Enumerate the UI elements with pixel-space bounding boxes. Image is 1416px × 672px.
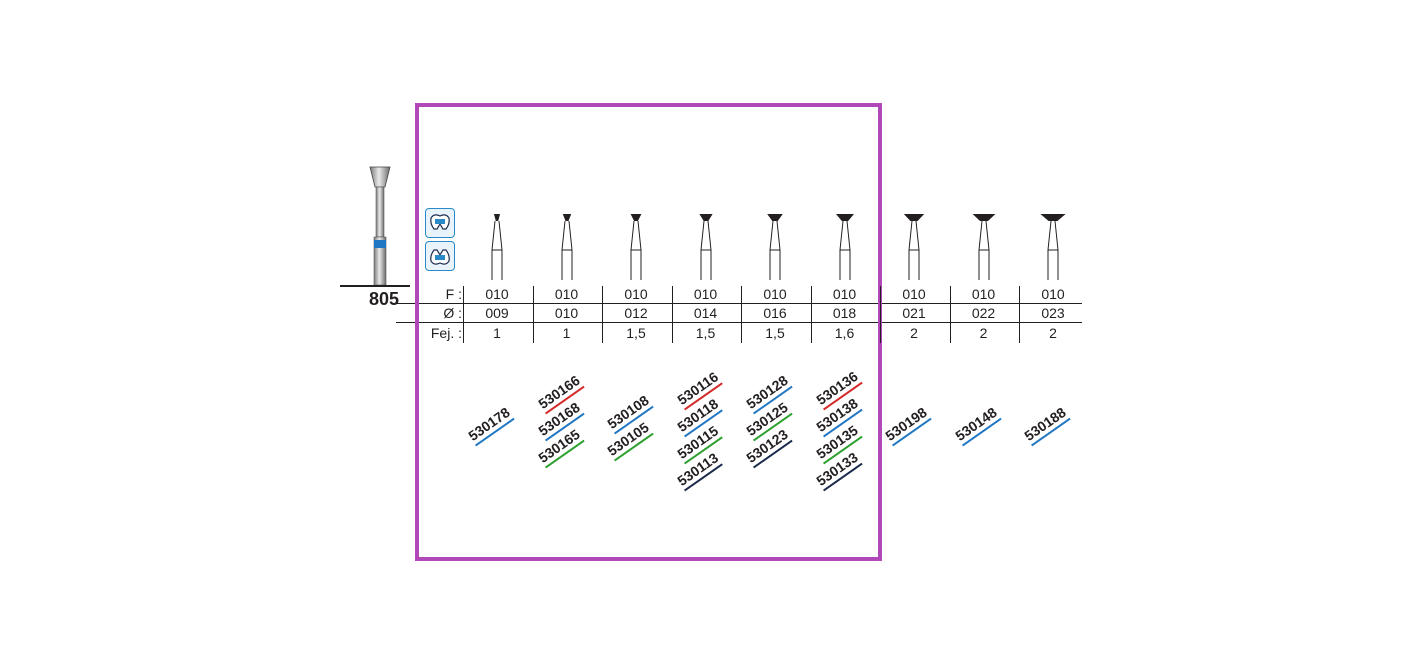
tooth-lower-icon xyxy=(425,241,455,271)
column-divider xyxy=(810,286,812,343)
cell-head-length: 2 xyxy=(1049,325,1057,341)
product-number: 805 xyxy=(368,289,400,309)
bur-size-icon xyxy=(972,214,995,280)
column-divider xyxy=(532,286,534,343)
cell-diameter: 009 xyxy=(485,305,509,321)
row-separator xyxy=(396,303,1082,304)
bur-product-image xyxy=(369,166,391,286)
bur-size-icon xyxy=(491,214,503,280)
cell-diameter: 022 xyxy=(971,305,996,321)
cell-diameter: 014 xyxy=(693,305,718,321)
cell-diameter: 018 xyxy=(832,305,857,321)
cell-fig: 010 xyxy=(763,286,787,302)
cell-diameter: 021 xyxy=(902,305,926,321)
cell-diameter: 012 xyxy=(624,305,648,321)
cell-fig: 010 xyxy=(554,286,579,302)
cell-fig: 010 xyxy=(971,286,996,302)
row-label-head-length: Fej. : xyxy=(430,325,462,341)
bur-size-icon xyxy=(903,214,925,280)
product-baseline xyxy=(340,285,410,287)
cell-fig: 010 xyxy=(485,286,509,302)
cell-fig: 010 xyxy=(624,286,648,302)
bur-size-icon xyxy=(698,214,713,280)
cell-head-length: 1,5 xyxy=(626,325,646,341)
bur-size-icon xyxy=(630,214,642,280)
cell-head-length: 1,5 xyxy=(695,325,716,341)
column-divider xyxy=(602,286,603,343)
cell-head-length: 2 xyxy=(910,325,918,341)
column-divider xyxy=(1019,286,1020,343)
cell-fig: 010 xyxy=(902,286,926,302)
column-divider xyxy=(741,286,742,343)
order-code: 530198 xyxy=(882,404,932,447)
cell-diameter: 023 xyxy=(1041,305,1065,321)
bur-size-icon xyxy=(561,214,572,280)
cell-head-length: 2 xyxy=(979,325,988,341)
bur-size-icon xyxy=(1040,214,1066,280)
column-divider xyxy=(880,286,881,343)
cell-head-length: 1 xyxy=(493,325,501,341)
cell-diameter: 016 xyxy=(763,305,787,321)
cell-fig: 010 xyxy=(1041,286,1065,302)
bur-size-icon xyxy=(835,214,854,280)
cell-diameter: 010 xyxy=(554,305,579,321)
column-divider xyxy=(949,286,951,343)
row-label-diameter: Ø : xyxy=(443,305,462,321)
order-code: 530188 xyxy=(1021,404,1071,447)
row-separator xyxy=(396,322,1082,323)
cell-fig: 010 xyxy=(832,286,857,302)
row-label-fig: F : xyxy=(445,286,462,302)
cell-head-length: 1,5 xyxy=(765,325,785,341)
tooth-upper-icon xyxy=(425,208,455,238)
bur-size-icon xyxy=(767,214,783,280)
column-divider xyxy=(463,286,464,343)
order-code: 530148 xyxy=(952,404,1001,447)
cell-head-length: 1 xyxy=(562,325,571,341)
cell-head-length: 1,6 xyxy=(834,325,855,341)
cell-fig: 010 xyxy=(693,286,718,302)
column-divider xyxy=(671,286,673,343)
